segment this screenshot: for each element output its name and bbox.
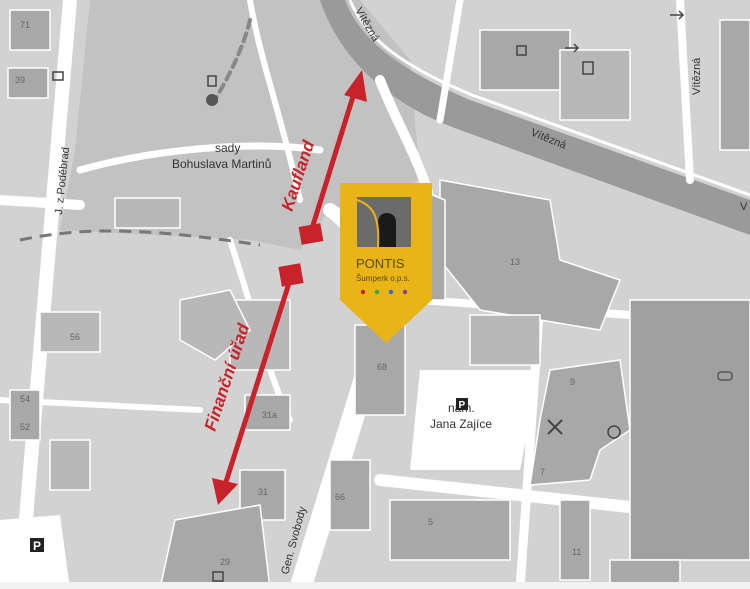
pontis-dot-green (374, 289, 380, 295)
building-number: 7 (540, 467, 545, 477)
building-number: 29 (220, 557, 230, 567)
car-icon (717, 371, 733, 381)
building-number: 54 (20, 394, 30, 404)
white-plot-2 (410, 370, 540, 470)
bottom-strip (0, 582, 750, 589)
park-label-line1: sady (215, 141, 240, 155)
arrow-symbol-icon (565, 43, 580, 53)
building-number: 11 (572, 547, 581, 557)
building-number: 66 (335, 492, 345, 502)
kaufland-arrow-line (307, 89, 358, 236)
pontis-logo-arch (378, 213, 396, 247)
building-number: 52 (20, 422, 30, 432)
fuel-icon (582, 61, 594, 75)
crossed-tools-icon (547, 419, 563, 435)
park-area (60, 0, 420, 250)
vitezna-road-edge (348, 0, 750, 197)
parking-sign: P (456, 398, 468, 411)
monument-icon (206, 94, 218, 106)
financni-urad-arrow-line (222, 279, 293, 486)
building-symbol-icon (207, 75, 217, 87)
pontis-subtitle: Šumperk o.p.s. (356, 274, 410, 283)
financni-urad-arrowhead (212, 478, 238, 505)
building-number: 31a (262, 410, 277, 420)
street-label-vitezna-edge: V (740, 201, 748, 213)
building-symbol-icon (212, 571, 224, 582)
pontis-dot-red (360, 289, 366, 295)
kaufland-arrow-base (298, 223, 324, 245)
pontis-logo-curve (356, 199, 380, 248)
financni-urad-arrow-base (278, 263, 304, 287)
cinema-icon (52, 71, 64, 81)
pontis-dot-blue (388, 289, 394, 295)
map-symbols (52, 10, 733, 582)
route-arrows (212, 70, 367, 505)
building-symbol-icon (516, 45, 527, 56)
building-number: 68 (377, 362, 387, 372)
building-number: 39 (15, 75, 25, 85)
kaufland-arrowhead (344, 70, 367, 102)
parking-label: P (33, 539, 41, 553)
pontis-dot-purple (402, 289, 408, 295)
building-number: 5 (428, 517, 433, 527)
pontis-title: PONTIS (356, 256, 405, 271)
square-label-line2: Jana Zajíce (430, 417, 492, 431)
pontis-location-marker[interactable]: PONTIS Šumperk o.p.s. (340, 183, 432, 343)
building-number: 71 (20, 20, 30, 30)
building-number: 31 (258, 487, 268, 497)
parking-sign: P (30, 538, 44, 553)
building-number: 9 (570, 377, 575, 387)
arrow-symbol-icon (670, 10, 685, 20)
globe-icon (607, 425, 621, 439)
parking-label: P (459, 400, 466, 411)
building-numbers: 71 39 13 56 68 54 52 31a 31 9 7 66 5 11 … (15, 20, 581, 567)
park-label-line2: Bohuslava Martinů (172, 157, 271, 171)
vitezna-road (320, 0, 750, 235)
building-number: 13 (510, 257, 520, 267)
street-label-vitezna-right: Vítězná (691, 57, 703, 95)
building-number: 56 (70, 332, 80, 342)
footpath (19, 229, 261, 247)
